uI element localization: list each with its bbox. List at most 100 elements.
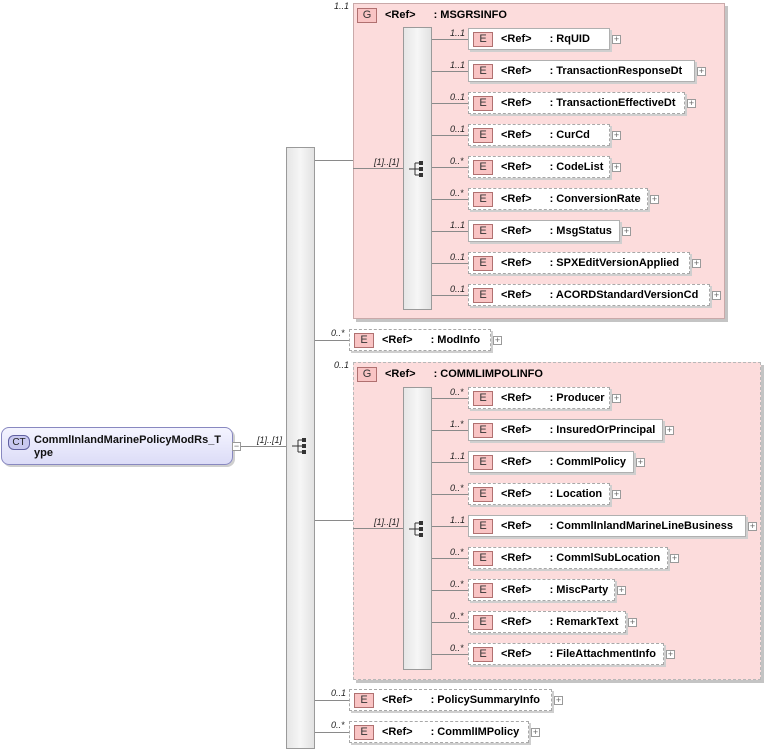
element-name: : SPXEditVersionApplied [549,257,680,269]
connector-codelist [432,167,468,168]
element-transactionresponsedt[interactable]: E <Ref> : TransactionResponseDt [468,60,695,82]
element-name: : ACORDStandardVersionCd [549,289,699,301]
expand-fileattachmentinfo-icon[interactable]: + [666,649,675,659]
connector-producer [432,398,468,399]
element-badge: E [473,518,493,534]
collapse-root-icon[interactable]: − [232,441,241,451]
transactionresponsedt-cardinality: 1..1 [450,60,466,70]
element-location[interactable]: E <Ref> : Location [468,483,610,505]
element-transactioneffectivedt[interactable]: E <Ref> : TransactionEffectiveDt [468,92,685,114]
miscparty-cardinality: 0..* [450,579,464,589]
element-commlpolicy[interactable]: E <Ref> : CommlPolicy [468,451,634,473]
element-badge: E [473,614,493,630]
group-name: : COMMLIMPOLINFO [433,368,543,380]
expand-commlinlandmarinelinebusiness-icon[interactable]: + [748,521,757,531]
group-badge: G [357,7,377,23]
expand-insuredorprincipal-icon[interactable]: + [665,425,674,435]
msgrsinfo-sequence-cardinality: [1]..[1] [374,157,400,167]
expand-transactionresponsedt-icon[interactable]: + [697,66,706,76]
expand-policysummaryinfo-icon[interactable]: + [554,695,563,705]
connector-commlimpolinfo-seq [353,528,403,529]
element-miscparty[interactable]: E <Ref> : MiscParty [468,579,615,601]
commlimpolinfo-header: G <Ref> : COMMLIMPOLINFO [357,366,543,382]
expand-producer-icon[interactable]: + [612,393,621,403]
root-complex-type[interactable]: CT CommlInlandMarinePolicyModRs_T ype [1,427,233,465]
connector-commlimpolicy [315,732,349,733]
element-policysummaryinfo[interactable]: E <Ref> : PolicySummaryInfo [349,689,552,711]
expand-codelist-icon[interactable]: + [612,162,621,172]
expand-msgstatus-icon[interactable]: + [622,226,631,236]
expand-modinfo-icon[interactable]: + [493,335,502,345]
ref-label: <Ref> [501,584,532,596]
connector-msgrsinfo-seq [353,168,403,169]
element-conversionrate[interactable]: E <Ref> : ConversionRate [468,188,648,210]
expand-transactioneffectivedt-icon[interactable]: + [687,98,696,108]
commlimpolinfo-cardinality: 0..1 [334,360,350,370]
expand-location-icon[interactable]: + [612,489,621,499]
rquid-cardinality: 1..1 [450,28,466,38]
element-badge: E [354,724,374,740]
element-name: : TransactionResponseDt [549,65,683,77]
expand-remarktext-icon[interactable]: + [628,617,637,627]
expand-rquid-icon[interactable]: + [612,34,621,44]
expand-commlsublocation-icon[interactable]: + [670,553,679,563]
element-badge: E [473,550,493,566]
connector-curcd [432,135,468,136]
element-badge: E [473,127,493,143]
element-msgstatus[interactable]: E <Ref> : MsgStatus [468,220,620,242]
expand-acordstandardversioncd-icon[interactable]: + [712,290,721,300]
ref-label: <Ref> [501,129,532,141]
msgrsinfo-cardinality: 1..1 [334,1,350,11]
connector-root [241,446,286,447]
ref-label: <Ref> [501,97,532,109]
element-badge: E [473,31,493,47]
element-badge: E [473,287,493,303]
expand-curcd-icon[interactable]: + [612,130,621,140]
element-insuredorprincipal[interactable]: E <Ref> : InsuredOrPrincipal [468,419,663,441]
msgstatus-cardinality: 1..1 [450,220,466,230]
connector-commlpolicy [432,462,468,463]
ref-label: <Ref> [501,552,532,564]
commlpolicy-cardinality: 1..1 [450,451,466,461]
producer-cardinality: 0..* [450,387,464,397]
expand-commlimpolicy-icon[interactable]: + [531,727,540,737]
ref-label: <Ref> [501,424,532,436]
element-codelist[interactable]: E <Ref> : CodeList [468,156,610,178]
element-commlinlandmarinelinebusiness[interactable]: E <Ref> : CommlInlandMarineLineBusiness [468,515,746,537]
policysummaryinfo-cardinality: 0..1 [331,688,347,698]
expand-miscparty-icon[interactable]: + [617,585,626,595]
element-acordstandardversioncd[interactable]: E <Ref> : ACORDStandardVersionCd [468,284,710,306]
connector-rquid [432,39,468,40]
element-name: : Location [549,488,603,500]
commlimpolinfo-sequence-cardinality: [1]..[1] [374,517,400,527]
element-curcd[interactable]: E <Ref> : CurCd [468,124,610,146]
element-name: : CodeList [549,161,604,173]
element-name: : InsuredOrPrincipal [549,424,656,436]
element-commlsublocation[interactable]: E <Ref> : CommlSubLocation [468,547,668,569]
sequence-icon [292,438,306,454]
fileattachmentinfo-cardinality: 0..* [450,643,464,653]
element-fileattachmentinfo[interactable]: E <Ref> : FileAttachmentInfo [468,643,664,665]
transactioneffectivedt-cardinality: 0..1 [450,92,466,102]
element-remarktext[interactable]: E <Ref> : RemarkText [468,611,626,633]
element-rquid[interactable]: E <Ref> : RqUID [468,28,610,50]
connector-msgrsinfo [315,160,353,161]
element-badge: E [473,95,493,111]
connector-commlsublocation [432,558,468,559]
element-spxeditversionapplied[interactable]: E <Ref> : SPXEditVersionApplied [468,252,690,274]
connector-commlinlandmarinelinebusiness [432,526,468,527]
ref-label: <Ref> [501,616,532,628]
connector-miscparty [432,590,468,591]
element-modinfo[interactable]: E <Ref> : ModInfo [349,329,491,351]
spxeditversionapplied-cardinality: 0..1 [450,252,466,262]
element-producer[interactable]: E <Ref> : Producer [468,387,610,409]
connector-commlimpolinfo [315,520,353,521]
expand-commlpolicy-icon[interactable]: + [636,457,645,467]
element-commlimpolicy[interactable]: E <Ref> : CommlIMPolicy [349,721,529,743]
insuredorprincipal-cardinality: 1..* [450,419,464,429]
expand-spxeditversionapplied-icon[interactable]: + [692,258,701,268]
ref-label: <Ref> [501,456,532,468]
expand-conversionrate-icon[interactable]: + [650,194,659,204]
element-name: : ConversionRate [549,193,641,205]
curcd-cardinality: 0..1 [450,124,466,134]
